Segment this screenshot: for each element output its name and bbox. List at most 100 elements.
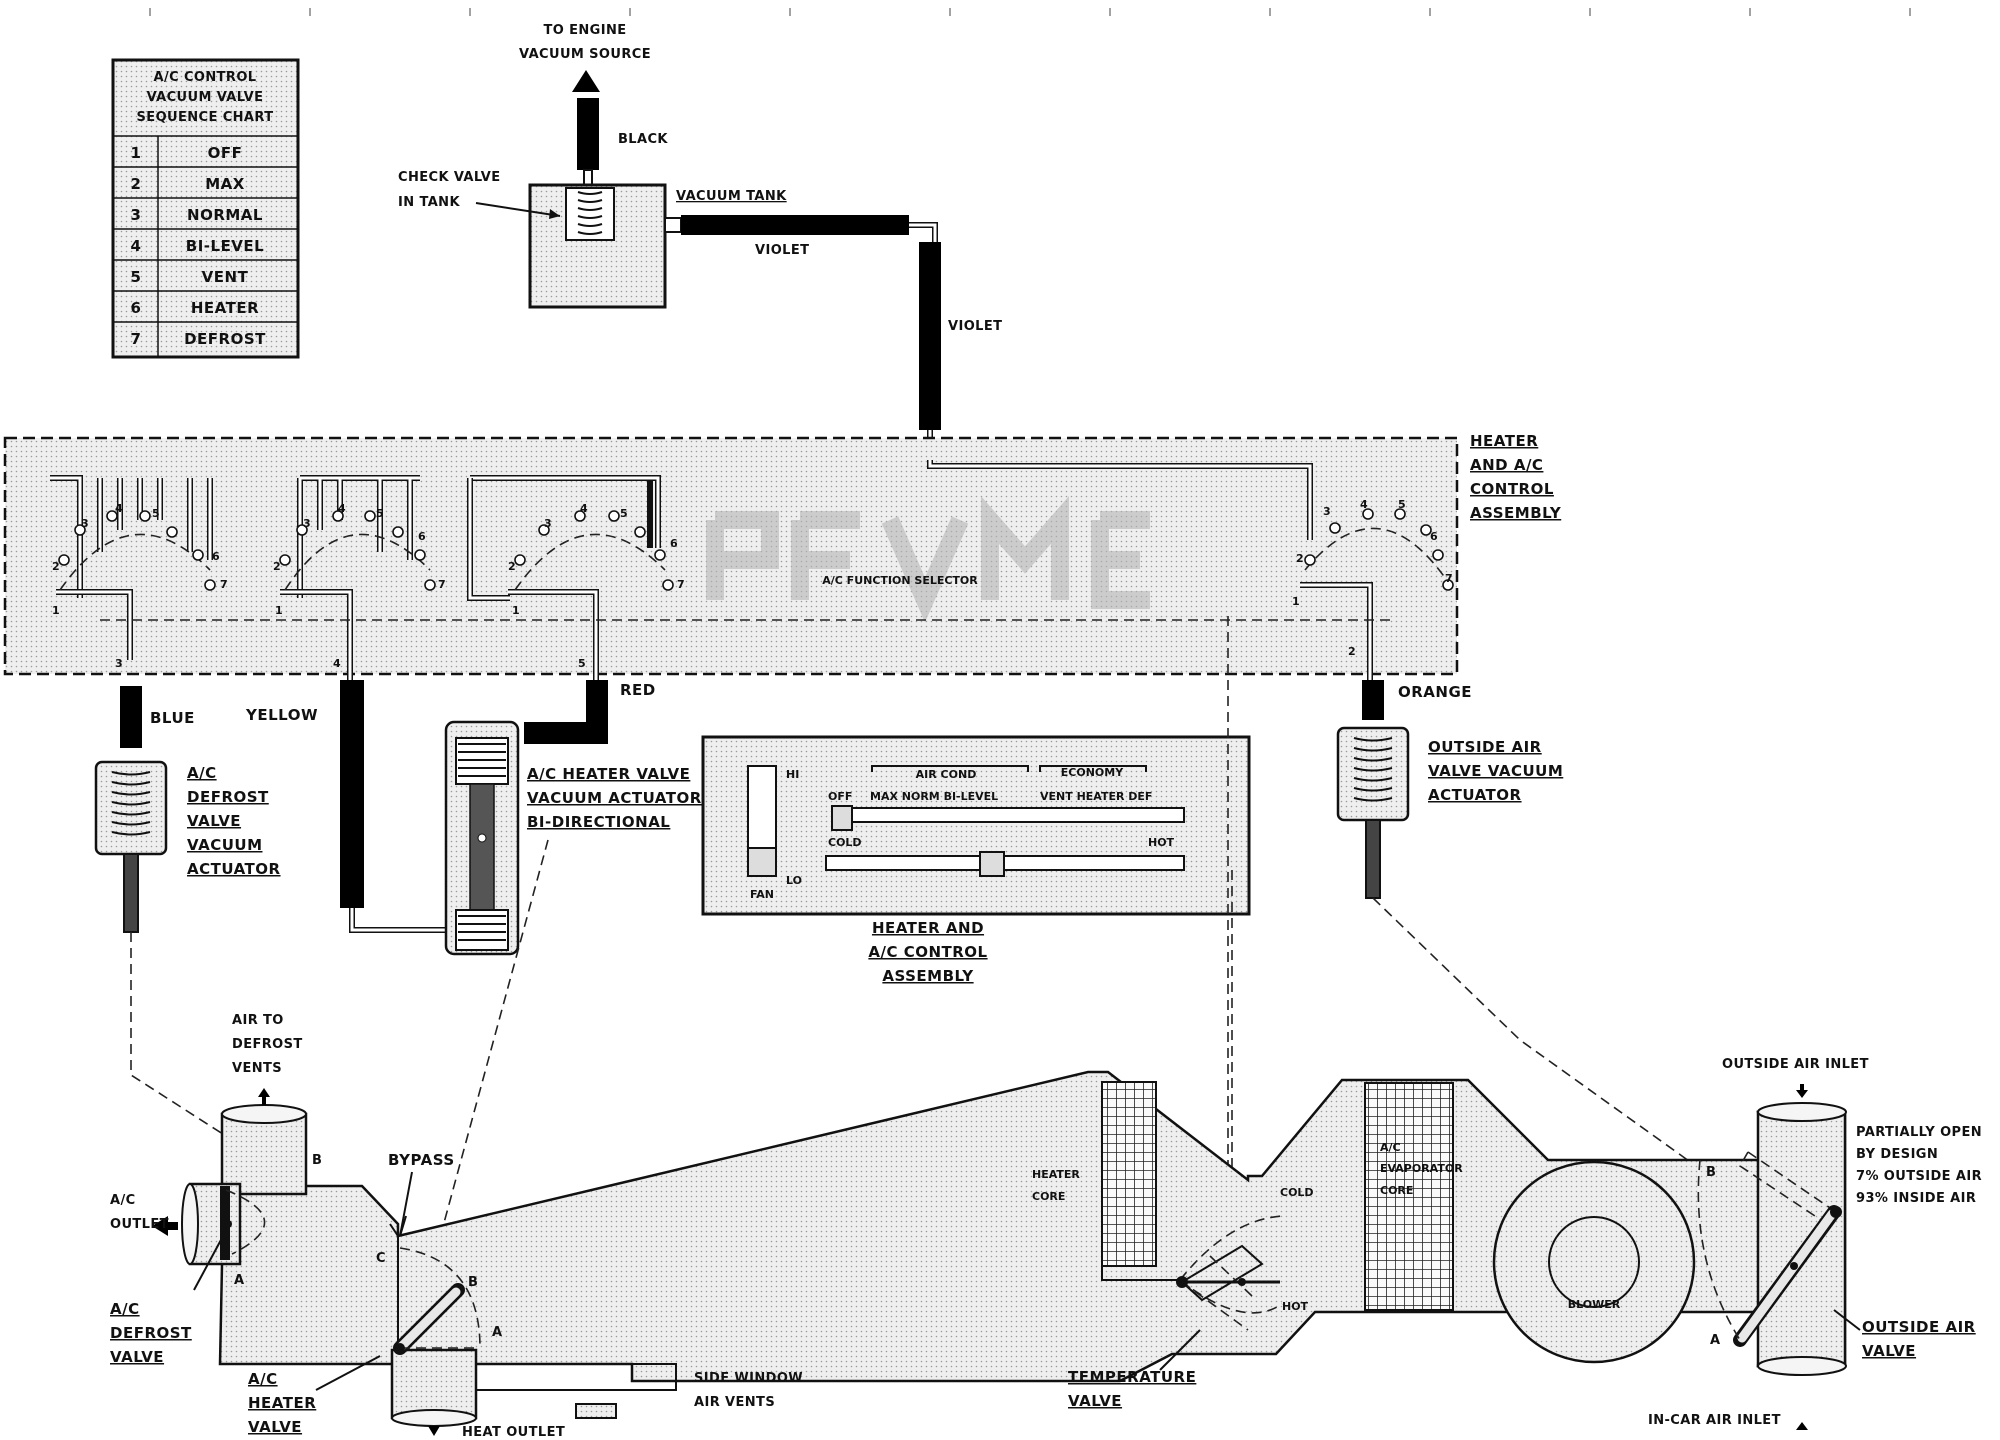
yellow-port-number: 4 — [333, 657, 341, 670]
arrow-up-icon — [1796, 1422, 1808, 1430]
panel-caption-1: HEATER AND — [872, 919, 984, 937]
chart-row-label: HEATER — [191, 299, 259, 317]
partially-open-label-1: PARTIALLY OPEN — [1856, 1125, 1982, 1140]
control-panel: HI LO FAN AIR COND ECONOMY OFF MAX NORM … — [701, 735, 1251, 985]
control-assembly-title-2: AND A/C — [1470, 456, 1543, 474]
chart-title-line-3: SEQUENCE CHART — [137, 110, 274, 125]
defrost-actuator: A/C DEFROST VALVE VACUUM ACTUATOR — [94, 760, 280, 933]
check-valve-label-1: CHECK VALVE — [398, 170, 501, 185]
chart-row-label: OFF — [208, 144, 243, 162]
arrow-down-icon — [1796, 1090, 1808, 1098]
black-hose-label: BLACK — [618, 132, 668, 147]
heater-actuator-label-3: BI-DIRECTIONAL — [527, 813, 670, 831]
chart-row-label: DEFROST — [184, 330, 266, 348]
chart-title-line-1: A/C CONTROL — [154, 70, 257, 85]
chart-row-label: MAX — [205, 175, 245, 193]
heater-valve-label-2: HEATER — [248, 1394, 316, 1412]
defrost-valve-label-2: DEFROST — [110, 1324, 192, 1342]
vacuum-source-line-1: TO ENGINE — [543, 23, 626, 38]
off-label: OFF — [828, 790, 852, 803]
side-window-label-2: AIR VENTS — [694, 1395, 775, 1410]
svg-text:2: 2 — [1296, 552, 1304, 565]
spring-icon — [111, 771, 151, 836]
chart-row-num: 2 — [131, 175, 142, 193]
svg-text:3: 3 — [303, 517, 311, 530]
pos-a-outside: A — [1710, 1333, 1720, 1348]
svg-text:4: 4 — [115, 502, 123, 515]
outside-air-inlet-label: OUTSIDE AIR INLET — [1722, 1057, 1869, 1072]
cold-position-label: COLD — [1280, 1186, 1314, 1199]
svg-text:2: 2 — [52, 560, 60, 573]
cold-label: COLD — [828, 836, 862, 849]
svg-text:7: 7 — [438, 578, 446, 591]
ductwork — [152, 1070, 1847, 1436]
fan-slider-knob[interactable] — [747, 847, 777, 877]
control-assembly-title-1: HEATER — [1470, 432, 1538, 450]
mode-selector-track[interactable] — [831, 807, 1185, 823]
svg-text:3: 3 — [544, 517, 552, 530]
heater-valve-label-3: VALVE — [248, 1418, 302, 1436]
violet-hose-vertical — [919, 242, 941, 430]
function-selector-label: A/C FUNCTION SELECTOR — [822, 574, 978, 587]
evaporator-label-1: A/C — [1380, 1141, 1401, 1154]
control-assembly: A/C FUNCTION SELECTOR HEATER AND A/C CON… — [3, 432, 1561, 680]
arrow-up-icon — [572, 70, 600, 92]
orange-hose-label: ORANGE — [1398, 683, 1472, 701]
violet-hose-label-1: VIOLET — [755, 243, 809, 258]
defrost-actuator-label-3: VALVE — [187, 812, 241, 830]
air-to-defrost-label-1: AIR TO — [232, 1013, 284, 1028]
arrow-left-icon — [152, 1216, 168, 1236]
svg-text:6: 6 — [1430, 530, 1438, 543]
chart-row-num: 3 — [131, 206, 142, 224]
chart-row-num: 5 — [131, 268, 142, 286]
svg-text:5: 5 — [376, 507, 384, 520]
heater-valve-actuator: A/C HEATER VALVE VACUUM ACTUATOR BI-DIRE… — [444, 720, 701, 956]
blower-label: BLOWER — [1568, 1298, 1621, 1311]
ductwork-labels: AIR TO DEFROST VENTS A/C OUTLET A/C DEFR… — [110, 1013, 1982, 1440]
pos-a-heater: A — [492, 1325, 502, 1340]
evaporator-label-3: CORE — [1380, 1184, 1413, 1197]
control-assembly-title-3: CONTROL — [1470, 480, 1554, 498]
vacuum-tank: CHECK VALVE IN TANK VACUUM TANK VIOLET V… — [398, 170, 1002, 460]
chart-row-label: BI-LEVEL — [186, 237, 264, 255]
outside-air-actuator-label-1: OUTSIDE AIR — [1428, 738, 1542, 756]
outside-air-actuator: OUTSIDE AIR VALVE VACUUM ACTUATOR — [1336, 726, 1563, 899]
svg-text:4: 4 — [580, 502, 588, 515]
arrow-down-icon — [428, 1426, 440, 1436]
svg-text:6: 6 — [212, 550, 220, 563]
air-cond-label: AIR COND — [916, 768, 977, 781]
svg-text:7: 7 — [677, 578, 685, 591]
in-car-air-inlet-label: IN-CAR AIR INLET — [1648, 1413, 1781, 1428]
orange-hose — [1362, 680, 1384, 720]
mode-selector-knob[interactable] — [831, 805, 853, 831]
fan-label: FAN — [750, 888, 774, 901]
svg-text:5: 5 — [152, 507, 160, 520]
red-port-number: 5 — [578, 657, 586, 670]
chart-row-label: NORMAL — [187, 206, 263, 224]
heater-core-label-1: HEATER — [1032, 1168, 1080, 1181]
defrost-actuator-label-4: VACUUM — [187, 836, 263, 854]
orange-port-number: 2 — [1348, 645, 1356, 658]
pos-b-outside: B — [1706, 1165, 1716, 1180]
red-hose-label: RED — [620, 681, 656, 699]
fan-slider-track[interactable] — [747, 765, 777, 859]
svg-text:1: 1 — [512, 604, 520, 617]
vacuum-tank-label: VACUUM TANK — [676, 189, 787, 204]
vacuum-source-line-2: VACUUM SOURCE — [519, 47, 651, 62]
modes-right-label: VENT HEATER DEF — [1040, 790, 1152, 803]
svg-text:1: 1 — [1292, 595, 1300, 608]
defrost-actuator-label-2: DEFROST — [187, 788, 269, 806]
air-to-defrost-label-3: VENTS — [232, 1061, 282, 1076]
temperature-slider-knob[interactable] — [979, 851, 1005, 877]
partially-open-label-3: 7% OUTSIDE AIR — [1856, 1169, 1982, 1184]
spring-icon — [1353, 737, 1393, 802]
heater-core-label-2: CORE — [1032, 1190, 1065, 1203]
spring-icon — [577, 191, 603, 235]
svg-text:4: 4 — [1360, 498, 1368, 511]
partially-open-label-4: 93% INSIDE AIR — [1856, 1191, 1976, 1206]
air-to-defrost-label-2: DEFROST — [232, 1037, 303, 1052]
chart-row-num: 6 — [131, 299, 142, 317]
panel-caption-2: A/C CONTROL — [868, 943, 987, 961]
svg-text:6: 6 — [418, 530, 426, 543]
